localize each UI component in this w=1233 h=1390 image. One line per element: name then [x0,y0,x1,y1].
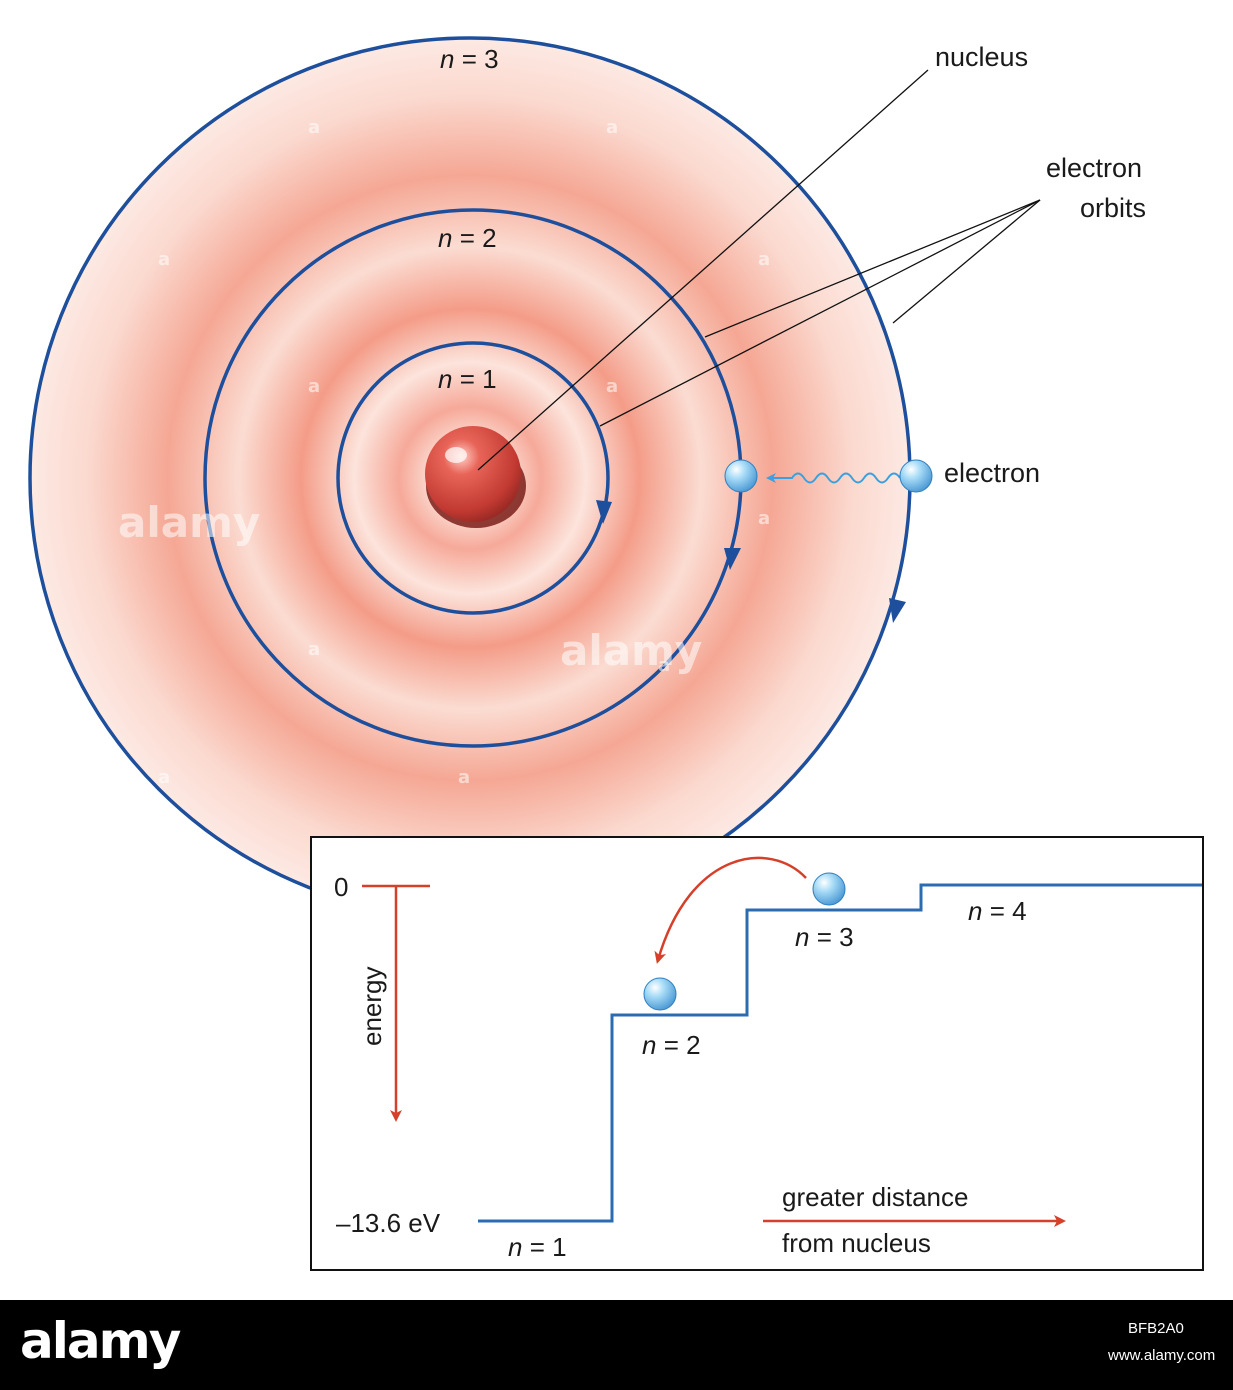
orbit-n2-arrow-icon [724,548,741,570]
electron-icon [724,459,758,493]
watermark-mark: a [308,117,320,138]
orbit-callout-line [892,199,1041,324]
electron-orbits-label: electron [1046,153,1142,183]
transition-arrow [654,856,807,964]
orbit-callout-line [704,199,1041,338]
alamy-logo: alamy [20,1312,181,1370]
electron-icon [812,872,846,906]
distance-label-line1: greater distance [782,1182,968,1212]
orbit-label-n2: n = 2 [438,223,497,253]
electron-label: electron [944,458,1040,488]
level-label-n2: n = 2 [642,1030,701,1060]
watermark: alamy alamy a a a a a a a a a a a [118,117,770,788]
energy-level-diagram: 0 energy –13.6 eV n = 1 n = 2 n = 3 n = … [310,836,1204,1271]
orbit-n1 [336,341,610,615]
image-id: BFB2A0 [1128,1320,1184,1337]
orbit-label-n3: n = 3 [440,44,499,74]
level-label-n1: n = 1 [508,1232,567,1262]
orbit-n1-arrow-icon [596,500,612,524]
watermark-mark: a [308,376,320,397]
level-label-n3: n = 3 [795,922,854,952]
watermark-mark: a [158,249,170,270]
energy-bottom-label: –13.6 eV [336,1208,441,1238]
distance-label-line2: from nucleus [782,1228,931,1258]
watermark-footer: alamy BFB2A0 www.alamy.com [0,1300,1233,1390]
watermark-mark: a [758,508,770,529]
watermark-mark: a [308,639,320,660]
watermark-text: alamy [560,626,702,675]
electron-orbits-label: orbits [1080,193,1146,223]
watermark-mark: a [158,767,170,788]
watermark-mark: a [658,655,670,676]
watermark-mark: a [606,376,618,397]
orbit-label-n1: n = 1 [438,364,497,394]
nucleus-callout-line [477,69,929,471]
electron-icon [643,977,677,1011]
nucleus-label: nucleus [935,42,1028,72]
energy-axis-label: energy [357,967,387,1047]
watermark-mark: a [606,117,618,138]
site-url: www.alamy.com [1108,1347,1216,1364]
orbit-callout-line [599,199,1041,427]
orbit-n3-arrow-icon [889,598,906,623]
energy-levels-line [478,883,1202,1223]
energy-zero-label: 0 [334,872,348,902]
nucleus [425,426,526,528]
photon-wave [766,472,901,484]
watermark-mark: a [458,767,470,788]
level-label-n4: n = 4 [968,896,1027,926]
watermark-text: alamy [118,498,260,547]
watermark-mark: a [758,249,770,270]
electron-icon [899,459,933,493]
